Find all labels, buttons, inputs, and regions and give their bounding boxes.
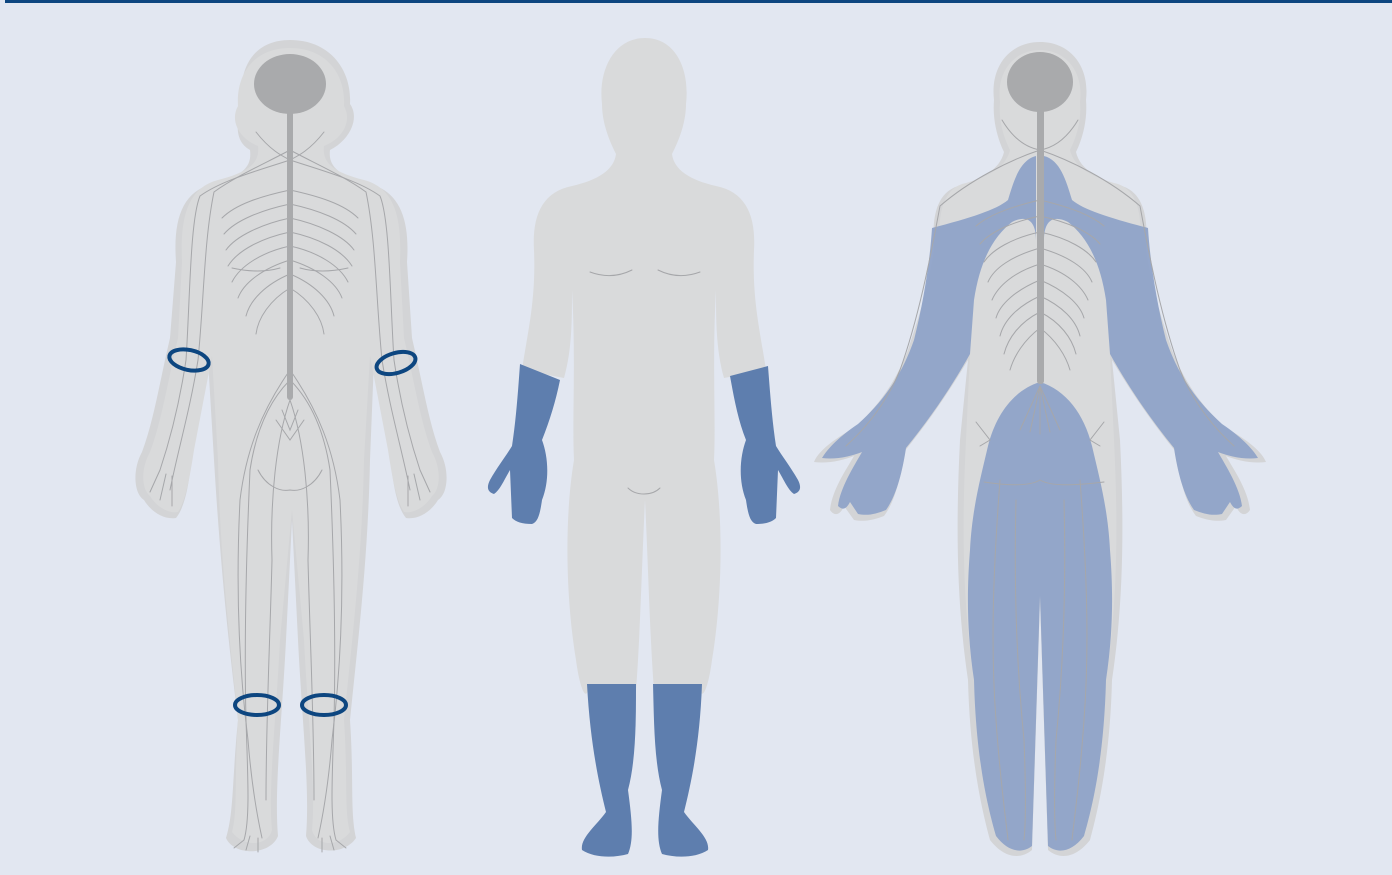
spinal-cord [1037,100,1044,384]
spinal-cord [287,100,293,400]
left-frame-line [0,0,5,875]
top-frame-line [0,0,1392,3]
